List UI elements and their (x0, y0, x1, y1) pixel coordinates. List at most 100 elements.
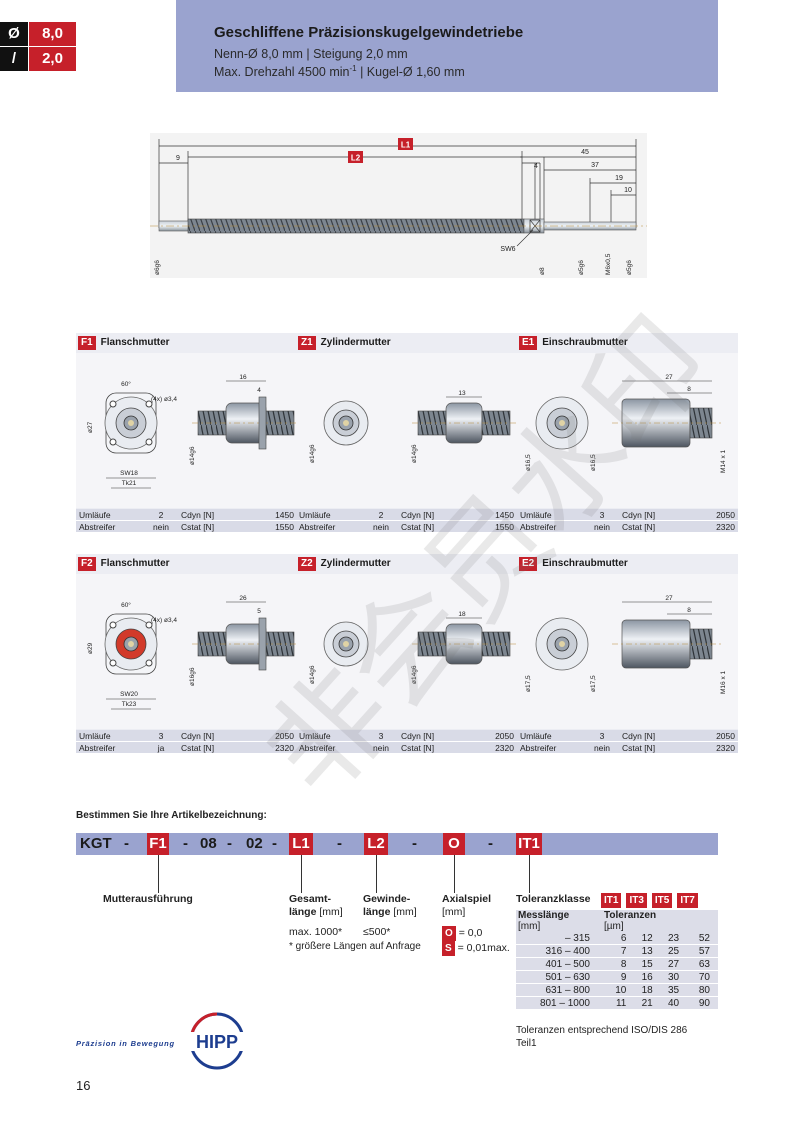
spec-row: Umläufe 3 Cdyn [N] 2050 (76, 730, 297, 742)
spec-row: Umläufe 2 Cdyn [N] 1450 (296, 509, 517, 521)
spec-row: Abstreifer nein Cstat [N] 2320 (296, 741, 517, 754)
panel-code-badge: E1 (519, 336, 538, 350)
tol-class-it1: IT1 (601, 893, 622, 908)
axialspiel-o: O = 0,0 (442, 926, 482, 941)
dim-label: (4x) ø3,4 (151, 396, 177, 403)
laengen-note: * größere Längen auf Anfrage (289, 941, 421, 952)
gesamtlaenge-max: max. 1000* (289, 926, 343, 938)
axialspiel-s: S = 0,01max. (442, 941, 510, 956)
dim-label: ø14g6 (411, 444, 418, 463)
spec-row: Umläufe 3 Cdyn [N] 2050 (517, 509, 738, 521)
dim-d8: ø8 (539, 267, 546, 275)
dim-m6: M6x0,5 (605, 253, 612, 275)
dim-37: 37 (591, 162, 599, 169)
dim-label: 18 (458, 611, 466, 618)
tol-class-it3: IT3 (626, 893, 647, 908)
dim-label: ø16,5 (525, 454, 532, 471)
tol-class-it5: IT5 (651, 893, 673, 908)
pitch-value: 2,0 (29, 47, 76, 71)
tolerance-classes: IT1 IT3 IT5 IT7 (601, 890, 698, 908)
dim-label: Tk21 (122, 480, 137, 487)
nut-spec-table: Umläufe 3 Cdyn [N] 2050 Abstreifer nein … (517, 509, 738, 533)
pitch-spec: / 2,0 (0, 47, 76, 71)
code-diameter: 08 (200, 835, 217, 852)
dim-label: M14 x 1 (720, 449, 727, 473)
dim-label: ø27 (87, 421, 94, 433)
spec-row: Abstreifer ja Cstat [N] 2320 (76, 741, 297, 754)
dim-label: 26 (239, 595, 247, 602)
label-gewindelaenge: Gewinde-länge [mm] (363, 893, 417, 918)
tolerance-row: 316 – 400 7 13 25 57 (516, 944, 718, 958)
tolerance-row: 401 – 500 8 15 27 63 (516, 957, 718, 971)
tolerance-row: – 315 6 12 23 52 (516, 932, 718, 945)
nut-spec-table: Umläufe 3 Cdyn [N] 2050 Abstreifer ja Cs… (76, 730, 297, 754)
nut-spec-table: Umläufe 2 Cdyn [N] 1450 Abstreifer nein … (76, 509, 297, 533)
dim-45: 45 (581, 149, 589, 156)
dim-label: 16 (239, 374, 247, 381)
dim-label: ø16,5 (590, 454, 597, 471)
dim-19: 19 (615, 175, 623, 182)
code-l2: L2 (364, 833, 388, 855)
code-sep: - (272, 835, 277, 852)
dim-label: 27 (665, 595, 673, 602)
dim-label: ø14g6 (309, 665, 316, 684)
tolerance-row: 801 – 1000 11 21 40 90 (516, 996, 718, 1010)
dim-label: 13 (458, 390, 466, 397)
nut-drawing: 13 ø14g6 ø14g6 (296, 353, 517, 508)
code-l1: L1 (289, 833, 313, 855)
dim-label: 8 (687, 607, 691, 614)
svg-text:HIPP: HIPP (196, 1032, 238, 1052)
gewindelaenge-max: ≤500* (363, 926, 391, 938)
label-toleranzklasse: Toleranzklasse (516, 893, 591, 905)
header-spec-line-2: Max. Drehzahl 4500 min-1 | Kugel-Ø 1,60 … (214, 64, 465, 80)
panel-code-badge: F2 (78, 557, 96, 571)
dim-label: ø17,5 (525, 675, 532, 692)
dim-label: ø14g6 (189, 446, 196, 465)
dim-label: 4 (257, 387, 261, 394)
dim-d5g6: ø5g6 (578, 260, 585, 275)
tolerance-row: 501 – 630 9 16 30 70 (516, 970, 718, 984)
footer-slogan: Präzision in Bewegung (76, 1039, 175, 1048)
panel-code-badge: Z1 (298, 336, 316, 350)
tolerance-row: 631 – 800 10 18 35 80 (516, 983, 718, 997)
order-heading: Bestimmen Sie Ihre Artikelbezeichnung: (76, 810, 267, 821)
label-mutterausfuehrung: Mutterausführung (103, 893, 193, 905)
label-axialspiel: Axialspiel[mm] (442, 893, 492, 918)
label-sw6: SW6 (500, 246, 515, 253)
nut-drawing: 27 8 ø17,5 ø17,5 M16 x 1 (517, 574, 738, 729)
dim-label: M16 x 1 (720, 670, 727, 694)
dim-label: ø14g6 (309, 444, 316, 463)
spec-row: Abstreifer nein Cstat [N] 2320 (517, 741, 738, 754)
dim-d5g6-end: ø5g6 (626, 260, 633, 275)
nut-spec-table: Umläufe 3 Cdyn [N] 2050 Abstreifer nein … (296, 730, 517, 754)
label-gesamtlaenge: Gesamt-länge [mm] (289, 893, 343, 918)
dim-label: 5 (257, 608, 261, 615)
spec-row: Abstreifer nein Cstat [N] 2320 (517, 520, 738, 533)
order-code-row: KGT - F1 - 08 - 02 - L1 - L2 - O - IT1 (76, 833, 718, 855)
dim-label: 8 (687, 386, 691, 393)
dim-label: (4x) ø3,4 (151, 617, 177, 624)
dim-label: ø17,5 (590, 675, 597, 692)
code-axial: O (443, 833, 465, 855)
tol-class-it7: IT7 (677, 893, 698, 908)
shaft-drawing: L1 L2 9 45 4 37 19 10 SW6 ø6g6 ø8 ø5g6 M… (150, 133, 647, 278)
tolerance-table: Messlänge[mm] Toleranzen[µm] – 315 6 12 … (516, 910, 718, 1010)
panel-code-badge: Z2 (298, 557, 316, 571)
dim-label: SW18 (120, 470, 138, 477)
dim-label: 27 (665, 374, 673, 381)
diameter-symbol: Ø (0, 22, 28, 46)
spec-row: Umläufe 3 Cdyn [N] 2050 (517, 730, 738, 742)
page-number: 16 (76, 1078, 91, 1093)
diameter-value: 8,0 (29, 22, 76, 46)
dim-label: ø16g6 (189, 667, 196, 686)
spec-row: Umläufe 2 Cdyn [N] 1450 (76, 509, 297, 521)
dim-label: ø29 (87, 642, 94, 654)
